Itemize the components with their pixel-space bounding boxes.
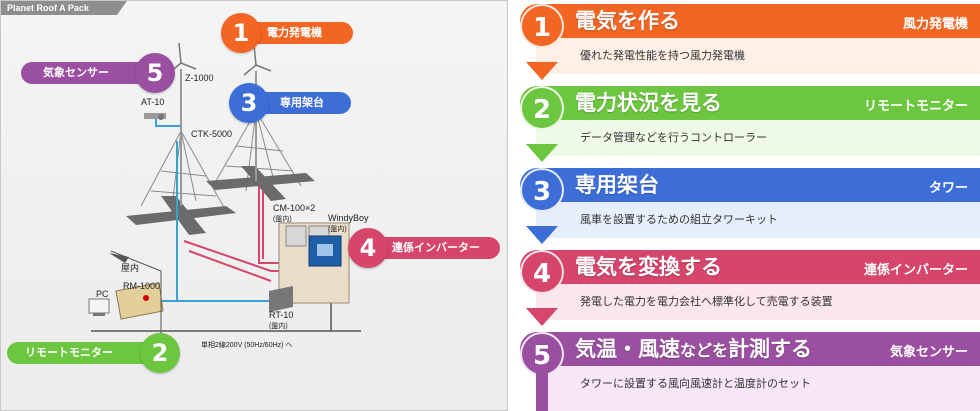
callout-2: リモートモニター <box>7 342 175 364</box>
step-1-header: 電気を作る 風力発電機 <box>520 4 980 38</box>
step-4-arrow-icon <box>526 308 558 326</box>
step-5-category: 気象センサー <box>889 345 968 360</box>
step-3: 風車を設置するための組立タワーキット 専用架台 タワー 3 <box>520 168 980 246</box>
system-diagram: Z-1000 AT-10 CTK-5000 CM-100×2 (盤内) Wind… <box>0 0 508 411</box>
step-4-number: 4 <box>520 250 564 294</box>
callout-4: 連係インバーター <box>366 237 500 259</box>
rm1000-device <box>115 282 164 320</box>
callout-3-number: 3 <box>229 83 269 123</box>
label-windyboy-location: (盤内) <box>328 224 347 233</box>
wind-turbine-icon <box>243 44 272 76</box>
step-4-header: 電気を変換する 連係インバーター <box>520 250 980 284</box>
step-4-body: 発電した電力を電力会社へ標準化して売電する装置 <box>536 284 980 320</box>
step-2-body: データ管理などを行うコントローラー <box>536 120 980 156</box>
callout-4-number: 4 <box>348 228 388 268</box>
step-2-title: 電力状況を見る <box>575 91 722 115</box>
step-2-number: 2 <box>520 86 564 130</box>
step-5-tail <box>536 372 548 411</box>
step-3-category: タワー <box>928 181 968 196</box>
step-4-title: 電気を変換する <box>575 255 722 279</box>
step-5-title-rest: 計測する <box>728 337 813 361</box>
step-2-desc: データ管理などを行うコントローラー <box>580 131 767 144</box>
callout-2-number: 2 <box>140 333 180 373</box>
step-1-category: 風力発電機 <box>902 17 968 32</box>
step-5-title-small: などを <box>680 341 729 360</box>
step-3-number: 3 <box>520 168 564 212</box>
pc-icon <box>88 298 110 316</box>
callout-5-number: 5 <box>135 53 175 93</box>
step-3-desc: 風車を設置するための組立タワーキット <box>580 213 778 226</box>
label-rm1000: RM-1000 <box>123 281 160 291</box>
tower-left <box>140 130 227 217</box>
callout-5: 気象センサー <box>21 62 171 84</box>
system-diagram-drawing: Z-1000 AT-10 CTK-5000 CM-100×2 (盤内) Wind… <box>88 42 369 349</box>
weather-sensor-icon <box>144 113 166 120</box>
label-z1000: Z-1000 <box>185 73 214 83</box>
tower-base-left <box>126 196 236 235</box>
step-4-desc: 発電した電力を電力会社へ標準化して売電する装置 <box>580 295 833 308</box>
callout-1-label: 電力発電機 <box>267 26 322 39</box>
callout-4-label: 連係インバーター <box>392 241 480 254</box>
step-3-header: 専用架台 タワー <box>520 168 980 202</box>
step-1-number: 1 <box>520 4 564 48</box>
label-ctk5000: CTK-5000 <box>191 129 232 139</box>
label-power-line: 単相2線200V (50Hz/60Hz) へ <box>201 340 292 349</box>
callout-3-label: 専用架台 <box>280 96 324 109</box>
step-3-title: 専用架台 <box>575 173 659 197</box>
step-2-arrow-icon <box>526 144 558 162</box>
tower-base-right <box>206 166 315 201</box>
step-4-category: 連係インバーター <box>863 263 968 278</box>
step-3-body: 風車を設置するための組立タワーキット <box>536 202 980 238</box>
step-5-header: 気温・風速などを計測する 気象センサー <box>520 332 980 366</box>
step-3-arrow-icon <box>526 226 558 244</box>
callout-1: 電力発電機 <box>233 22 353 44</box>
windyboy-inverter <box>308 235 342 267</box>
step-1-arrow-icon <box>526 62 558 80</box>
step-5-title: 気温・風速などを計測する <box>575 334 812 366</box>
step-1-title: 電気を作る <box>575 9 680 33</box>
step-1: 優れた発電性能を持つ風力発電機 電気を作る 風力発電機 1 <box>520 4 980 82</box>
callout-2-label: リモートモニター <box>25 346 113 359</box>
step-5-title-main: 気温・風速 <box>575 337 680 361</box>
label-indoor: 屋内 <box>121 262 139 273</box>
step-2: データ管理などを行うコントローラー 電力状況を見る リモートモニター 2 <box>520 86 980 164</box>
step-5-desc: タワーに設置する風向風速計と温度計のセット <box>580 377 811 390</box>
step-4: 発電した電力を電力会社へ標準化して売電する装置 電気を変換する 連係インバーター… <box>520 250 980 328</box>
step-2-header: 電力状況を見る リモートモニター <box>520 86 980 120</box>
callout-5-label: 気象センサー <box>43 66 109 79</box>
rt10-device <box>269 286 293 312</box>
step-5-number: 5 <box>520 332 564 376</box>
step-5: タワーに設置する風向風速計と温度計のセット 気温・風速などを計測する 気象センサ… <box>520 332 980 411</box>
panel-tab: Planet Roof A Pack <box>1 1 127 15</box>
callout-1-number: 1 <box>221 13 261 53</box>
label-pc: PC <box>96 289 109 299</box>
step-1-body: 優れた発電性能を持つ風力発電機 <box>536 38 980 74</box>
label-cm100-location: (盤内) <box>273 214 292 223</box>
callout-3: 専用架台 <box>246 92 351 114</box>
label-windyboy: WindyBoy <box>328 213 369 223</box>
step-1-desc: 優れた発電性能を持つ風力発電機 <box>580 49 745 62</box>
label-cm100: CM-100×2 <box>273 203 315 213</box>
label-rt10-location: (盤内) <box>269 321 288 330</box>
label-rt10: RT-10 <box>269 310 293 320</box>
step-5-body: タワーに設置する風向風速計と温度計のセット <box>536 366 980 411</box>
label-at10: AT-10 <box>141 97 164 107</box>
step-2-category: リモートモニター <box>863 99 968 114</box>
